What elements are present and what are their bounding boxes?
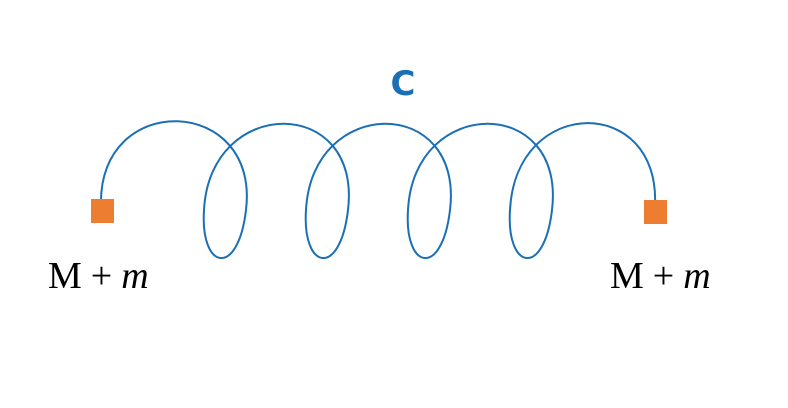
spring-coil xyxy=(99,120,657,259)
mass-label-right: M+m xyxy=(610,254,711,298)
mass-block-right xyxy=(644,200,667,224)
mass-block-left xyxy=(91,199,114,223)
mass-label-base: M xyxy=(610,255,644,297)
mass-label-base: M xyxy=(48,255,82,297)
mass-label-operator: + xyxy=(90,255,113,297)
mass-label-left: M+m xyxy=(48,254,149,298)
spring-label: C xyxy=(390,64,416,104)
mass-label-operator: + xyxy=(652,255,675,297)
mass-label-variable: m xyxy=(683,255,711,297)
mass-label-variable: m xyxy=(121,255,149,297)
